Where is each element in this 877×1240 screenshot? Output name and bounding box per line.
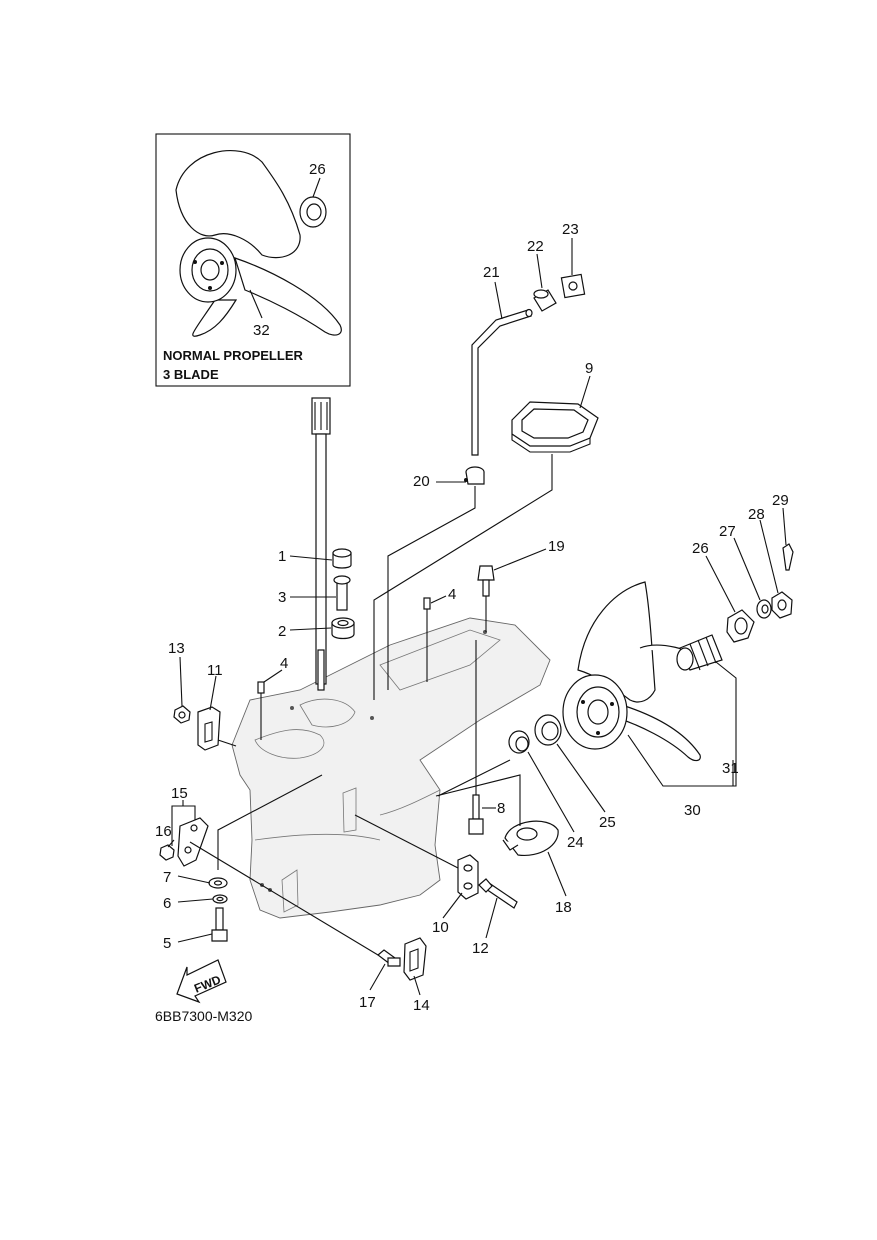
dowel-pin-lower bbox=[257, 681, 265, 694]
callout-11: 11 bbox=[207, 662, 223, 679]
callout-22: 22 bbox=[527, 238, 544, 255]
bolt-12 bbox=[478, 878, 518, 909]
cotter-pin-29 bbox=[782, 543, 794, 571]
callout-4-lower: 4 bbox=[280, 655, 288, 672]
callout-27: 27 bbox=[719, 523, 736, 540]
callout-26: 26 bbox=[692, 540, 709, 557]
callout-numbers: 1 2 3 4 4 5 6 7 8 9 10 11 12 13 14 15 16… bbox=[155, 161, 789, 1014]
collar-part bbox=[533, 289, 557, 312]
main-propeller bbox=[562, 581, 711, 762]
spacer-26 bbox=[726, 609, 755, 643]
bushing-part bbox=[332, 548, 352, 569]
callout-14: 14 bbox=[413, 997, 430, 1014]
inset-frame bbox=[155, 133, 351, 387]
callout-7: 7 bbox=[163, 869, 171, 886]
callout-17: 17 bbox=[359, 994, 376, 1011]
bolt-5 bbox=[211, 907, 228, 942]
grommet-part bbox=[560, 273, 586, 299]
inset-caption-line2: 3 BLADE bbox=[163, 367, 219, 382]
callout-13: 13 bbox=[168, 640, 185, 657]
washer-7 bbox=[208, 877, 228, 889]
callout-29: 29 bbox=[772, 492, 789, 509]
water-tube bbox=[471, 308, 533, 456]
lower-case-housing bbox=[231, 617, 551, 919]
gasket-part bbox=[511, 401, 599, 453]
inset-caption-line1: NORMAL PROPELLER bbox=[163, 348, 303, 363]
trim-tab-bracket bbox=[177, 817, 209, 867]
nut-16 bbox=[159, 844, 175, 861]
washer-6 bbox=[212, 894, 228, 904]
callout-1: 1 bbox=[278, 548, 286, 565]
callout-32: 32 bbox=[253, 322, 270, 339]
callout-18: 18 bbox=[555, 899, 572, 916]
callout-16: 16 bbox=[155, 823, 172, 840]
callout-8: 8 bbox=[497, 800, 505, 817]
callout-12: 12 bbox=[472, 940, 489, 957]
inset-propeller-drawing bbox=[175, 149, 342, 337]
callout-4-upper: 4 bbox=[448, 586, 456, 603]
washer-27 bbox=[756, 599, 772, 619]
drawing-code: 6BB7300-M320 bbox=[155, 1008, 253, 1024]
callout-31: 31 bbox=[722, 760, 739, 777]
bolt-8 bbox=[468, 794, 484, 835]
leader-lines bbox=[167, 238, 787, 996]
callout-19: 19 bbox=[548, 538, 565, 555]
spline-bushing-31 bbox=[676, 634, 723, 671]
dowel-pin-upper bbox=[423, 597, 431, 610]
callout-9: 9 bbox=[585, 360, 593, 377]
callout-6: 6 bbox=[163, 895, 171, 912]
bolt-19 bbox=[477, 565, 495, 597]
anode-11 bbox=[197, 706, 221, 751]
callout-20: 20 bbox=[413, 473, 430, 490]
thrust-washer-25 bbox=[534, 714, 562, 746]
grommet-10 bbox=[457, 854, 479, 900]
drive-shaft bbox=[311, 397, 331, 691]
callout-3: 3 bbox=[278, 589, 286, 606]
callout-24: 24 bbox=[567, 834, 584, 851]
tube-grommet bbox=[464, 466, 485, 485]
callout-26-inset: 26 bbox=[309, 161, 326, 178]
sleeve-part bbox=[333, 575, 351, 611]
callout-25: 25 bbox=[599, 814, 616, 831]
propeller-inset: NORMAL PROPELLER 3 BLADE bbox=[155, 133, 351, 387]
anode-14 bbox=[403, 937, 427, 981]
fwd-arrow: FWD bbox=[176, 959, 227, 1004]
inset-spline-washer bbox=[299, 196, 327, 228]
trim-tab-18 bbox=[502, 820, 559, 857]
callout-23: 23 bbox=[562, 221, 579, 238]
callout-28: 28 bbox=[748, 506, 765, 523]
thrust-spacer-24 bbox=[508, 730, 530, 754]
callout-10: 10 bbox=[432, 919, 449, 936]
oil-seal-part bbox=[331, 617, 355, 640]
callout-21: 21 bbox=[483, 264, 500, 281]
callout-5: 5 bbox=[163, 935, 171, 952]
callout-15: 15 bbox=[171, 785, 188, 802]
callout-30: 30 bbox=[684, 802, 701, 819]
callout-2: 2 bbox=[278, 623, 286, 640]
nut-13 bbox=[173, 705, 191, 724]
castle-nut-28 bbox=[771, 591, 793, 619]
bolt-17 bbox=[377, 949, 401, 967]
